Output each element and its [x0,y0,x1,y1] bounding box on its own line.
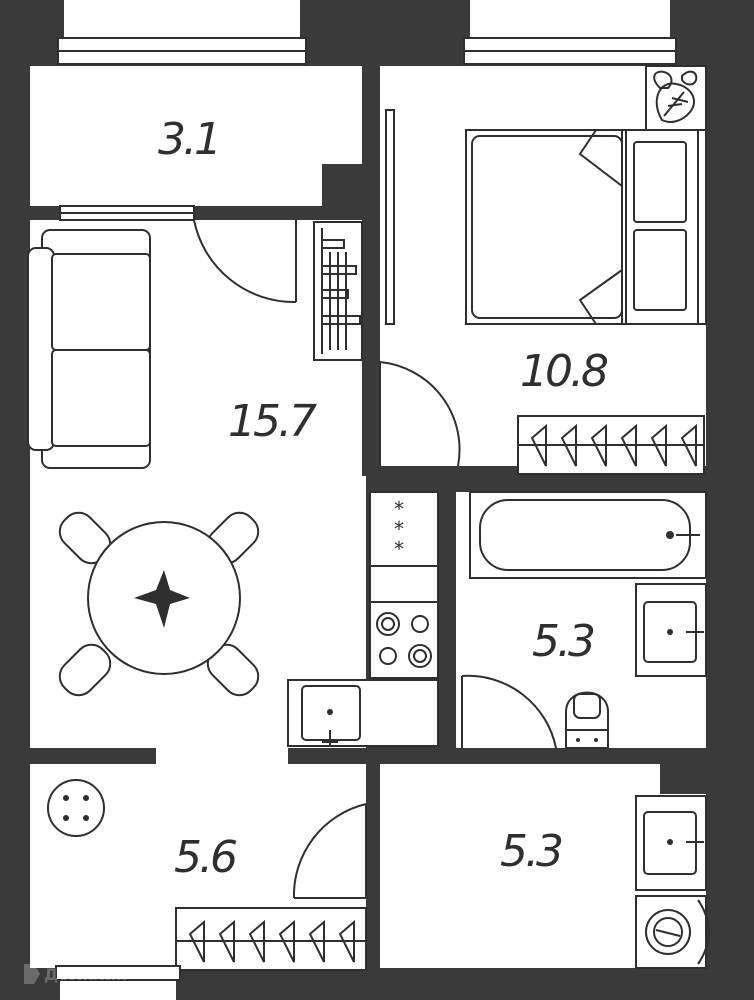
window-bottom [55,965,181,1000]
plant-icon [645,65,707,131]
window-top-right [463,0,677,65]
washing-machine-icon [635,895,710,969]
room-area-living-kitchen: 15.7 [228,396,317,447]
door-bathroom [461,674,557,749]
toilet-icon [565,691,609,749]
kitchen-counter: * * * [287,491,439,747]
room-area-bedroom: 10.8 [520,346,608,397]
door-bedroom [379,361,461,467]
svg-text:*: * [394,537,404,561]
cooktop-marks: * * * [394,497,404,561]
watermark: Домклик [24,964,127,984]
svg-text:*: * [394,517,404,541]
room-area-laundry-hall: 5.3 [500,826,562,877]
wardrobe-living [313,221,363,361]
svg-text:*: * [394,497,404,521]
stove-icon [369,601,439,679]
wardrobe-hangers-icon-bedroom [517,415,705,475]
door-laundry [292,803,367,899]
floor-drain-icon [47,779,105,837]
dining-table-icon [58,511,260,697]
room-area-hall: 5.6 [174,832,237,883]
bed-icon [465,129,707,325]
window-top-left [57,0,307,65]
wardrobe-hangers-icon-hall [175,907,367,971]
sink-icon-laundry [635,795,707,891]
balcony-window [59,205,195,221]
sink-icon-kitchen [287,679,439,747]
watermark-text: Домклик [44,965,127,984]
bedroom-partition [385,109,395,325]
room-area-bathroom: 5.3 [532,616,594,667]
bathtub-icon [469,491,707,579]
door-balcony [193,219,297,304]
sink-icon-bathroom [635,583,707,677]
sofa-icon [27,229,151,469]
room-area-balcony: 3.1 [158,114,219,165]
